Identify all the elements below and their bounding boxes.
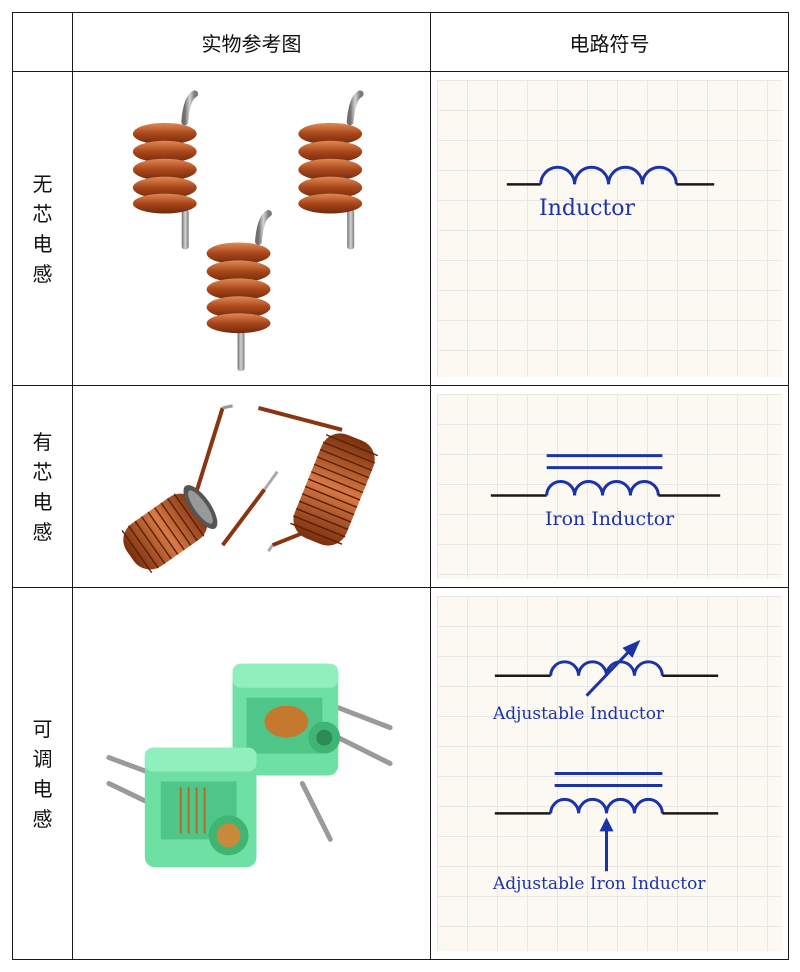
- row-label-air-core: 无 芯 电 感: [12, 71, 73, 386]
- photo-adjustable-inductors: [72, 587, 431, 960]
- symbol-panel-adjustable: Adjustable Inductor Adjustable Iron Indu…: [437, 596, 782, 951]
- photo-air-core-inductors: [72, 71, 431, 386]
- header-row: 实物参考图 电路符号: [12, 12, 789, 72]
- symbol-cell-inductor: Inductor: [430, 71, 789, 386]
- symbol-cell-adjustable: Adjustable Inductor Adjustable Iron Indu…: [430, 587, 789, 960]
- iron-core-coil-image: [121, 404, 379, 574]
- adjustable-inductor-symbols: [494, 639, 719, 872]
- symbol-panel-iron-inductor: Iron Inductor: [437, 394, 782, 579]
- header-symbol: 电路符号: [430, 12, 789, 72]
- row-label-iron-core: 有 芯 电 感: [12, 385, 73, 588]
- air-core-coil-image: [132, 90, 364, 372]
- row-label-adjustable: 可 调 电 感: [12, 587, 73, 960]
- adjustable-iron-inductor-label: Adjustable Iron Inductor: [493, 874, 706, 894]
- inductor-table: 实物参考图 电路符号 无 芯 电 感: [12, 12, 789, 960]
- iron-inductor-symbol: [490, 454, 721, 497]
- photo-iron-core-inductors: [72, 385, 431, 588]
- header-photo: 实物参考图: [72, 12, 431, 72]
- symbol-cell-iron-inductor: Iron Inductor: [430, 385, 789, 588]
- corner-cell: [12, 12, 73, 72]
- row-adjustable: 可 调 电 感: [12, 587, 789, 960]
- inductor-label: Inductor: [539, 196, 636, 221]
- iron-inductor-label: Iron Inductor: [545, 508, 675, 530]
- row-air-core: 无 芯 电 感: [12, 71, 789, 386]
- adjustable-inductor-label: Adjustable Inductor: [493, 704, 665, 724]
- inductor-symbol: [506, 165, 715, 186]
- adjustable-inductor-image: [106, 663, 393, 868]
- row-iron-core: 有 芯 电 感: [12, 385, 789, 588]
- symbol-panel-inductor: Inductor: [437, 80, 782, 377]
